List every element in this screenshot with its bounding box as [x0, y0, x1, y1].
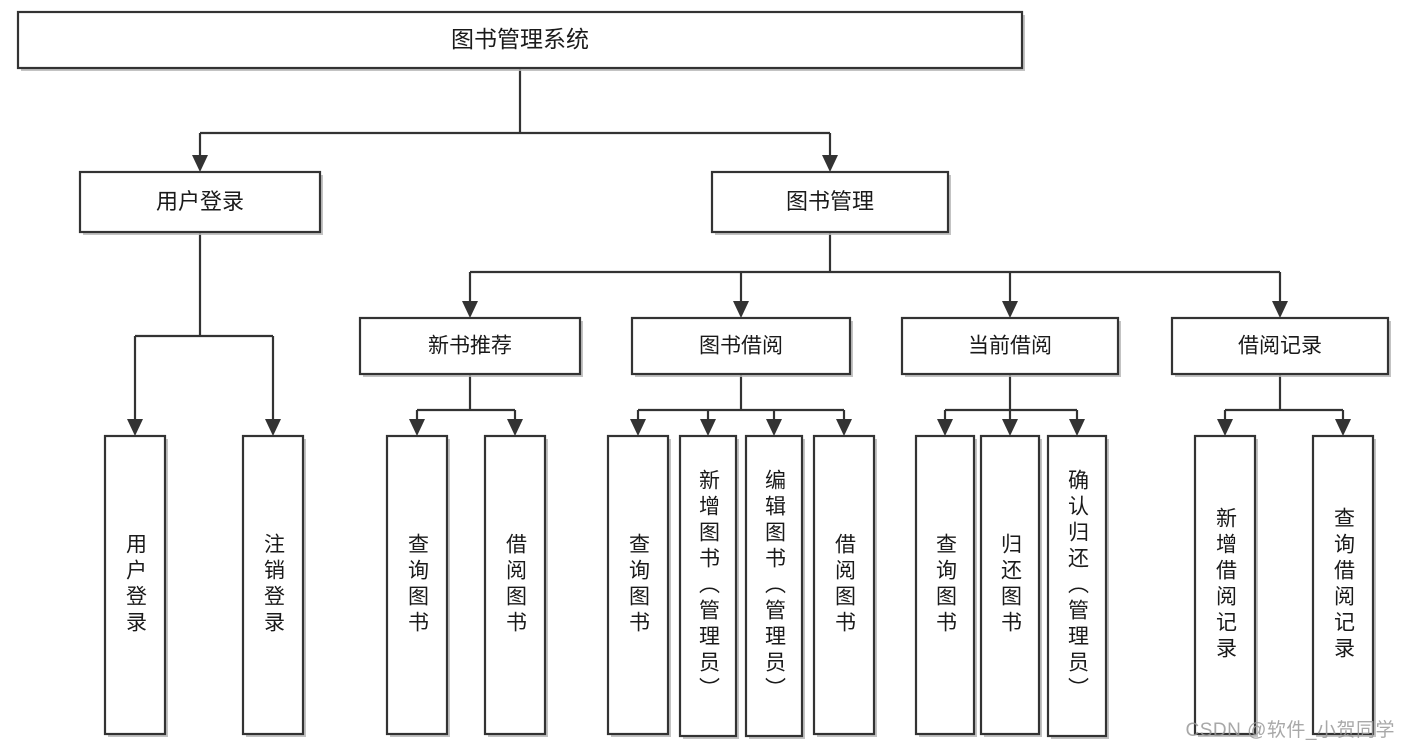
node-leaf-3[interactable] — [483, 434, 547, 736]
box-layer — [16, 10, 1391, 739]
connector-level2-0-arrowhead — [462, 301, 478, 318]
connector-leaf-0-1-arrowhead — [507, 419, 523, 436]
node-leaf-2[interactable] — [385, 434, 449, 736]
connector-leaf-1-0-arrowhead — [630, 419, 646, 436]
node-leaf-4[interactable] — [606, 434, 670, 736]
node-level2-label-2: 当前借阅 — [968, 335, 1052, 358]
connector-leaf-2-0-arrowhead — [937, 419, 953, 436]
node-leaf-0[interactable] — [103, 434, 167, 736]
node-level1-label-0: 用户登录 — [156, 189, 244, 214]
connector-level2-3-arrowhead — [1272, 301, 1288, 318]
node-root[interactable] — [16, 10, 1024, 70]
connector-leaf-0-0-arrowhead — [409, 419, 425, 436]
connector-leaf-1-2-arrowhead — [766, 419, 782, 436]
node-level2-label-3: 借阅记录 — [1238, 335, 1322, 358]
node-leaf-5[interactable] — [678, 434, 738, 738]
node-leaf-10[interactable] — [1046, 434, 1108, 738]
connector-level1-1-arrowhead — [822, 155, 838, 172]
connector-leaf-3-1-arrowhead — [1335, 419, 1351, 436]
node-leaf-7[interactable] — [812, 434, 876, 736]
connector-leaf-1-3-arrowhead — [836, 419, 852, 436]
connector-leaf-2-2-arrowhead — [1069, 419, 1085, 436]
node-level1-label-1: 图书管理 — [786, 189, 874, 214]
node-leaf-8[interactable] — [914, 434, 976, 736]
node-leaf-11[interactable] — [1193, 434, 1257, 736]
connector-leaf-1-1-arrowhead — [700, 419, 716, 436]
node-leaf-12[interactable] — [1311, 434, 1375, 736]
node-level1-1[interactable] — [710, 170, 950, 234]
node-level2-1[interactable] — [630, 316, 852, 376]
node-level2-label-0: 新书推荐 — [428, 335, 512, 358]
node-level1-0[interactable] — [78, 170, 322, 234]
node-leaf-9[interactable] — [979, 434, 1041, 736]
node-level2-0[interactable] — [358, 316, 582, 376]
node-level2-2[interactable] — [900, 316, 1120, 376]
node-level2-label-1: 图书借阅 — [699, 335, 783, 358]
connector-layer — [127, 68, 1351, 436]
connector-leaf-2-1-arrowhead — [1002, 419, 1018, 436]
connector-user-leaf-1-arrowhead — [265, 419, 281, 436]
watermark-text: CSDN @软件_小贺同学 — [1185, 720, 1395, 741]
node-leaf-1[interactable] — [241, 434, 305, 736]
node-leaf-6[interactable] — [744, 434, 804, 738]
connector-user-leaf-0-arrowhead — [127, 419, 143, 436]
node-level2-3[interactable] — [1170, 316, 1390, 376]
connector-leaf-3-0-arrowhead — [1217, 419, 1233, 436]
connector-level2-1-arrowhead — [733, 301, 749, 318]
connector-level1-0-arrowhead — [192, 155, 208, 172]
connector-level2-2-arrowhead — [1002, 301, 1018, 318]
node-root-label: 图书管理系统 — [451, 26, 589, 52]
